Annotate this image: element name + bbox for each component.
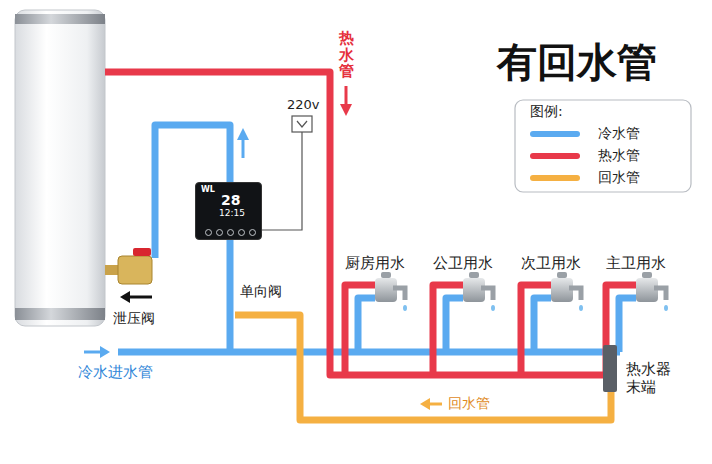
legend: 冷水管热水管回水管 xyxy=(530,123,640,189)
pipe-label: 泄压阀 xyxy=(113,310,155,327)
inlet-arrow xyxy=(84,346,110,358)
diagram-title: 有回水管 xyxy=(497,38,657,86)
display-text: WL xyxy=(201,186,215,195)
pipe-label: 次卫用水 xyxy=(521,254,581,272)
pipe-label: 主卫用水 xyxy=(606,254,666,272)
return-arrow xyxy=(420,398,442,410)
thermostat-controller: WL 2812:15 xyxy=(195,182,262,240)
pipe-label: 单向阀 xyxy=(240,283,282,300)
legend-swatch xyxy=(530,175,580,181)
touch-button xyxy=(205,229,212,236)
pipe-label: 公卫用水 xyxy=(433,254,493,272)
touch-button xyxy=(238,229,245,236)
legend-row: 回水管 xyxy=(530,167,640,189)
hot-pipe xyxy=(105,72,636,375)
display-text: 28 xyxy=(221,193,240,208)
pipe-label: 220v xyxy=(287,97,320,113)
pipe-label: 热水器末端 xyxy=(626,360,671,396)
legend-text: 热水管 xyxy=(598,147,640,165)
touch-button xyxy=(227,229,234,236)
end-sensor xyxy=(603,345,617,392)
legend-swatch xyxy=(530,131,580,137)
legend-row: 热水管 xyxy=(530,145,640,167)
power-outlet xyxy=(262,116,312,230)
pipe-label: 冷水进水管 xyxy=(78,363,153,381)
pipe-label: 回水管 xyxy=(448,395,490,412)
return-pipe xyxy=(235,315,611,420)
legend-swatch xyxy=(530,153,580,159)
pipe-label: 热水管 xyxy=(339,30,354,80)
touch-button xyxy=(249,229,256,236)
water-heater-tank xyxy=(15,10,105,326)
relief-valve xyxy=(105,248,152,303)
touch-button xyxy=(216,229,223,236)
flow-arrow xyxy=(237,128,249,158)
hot-arrow xyxy=(340,86,352,116)
pipe-label: 图例: xyxy=(530,103,563,120)
pipe-label: 厨房用水 xyxy=(345,254,405,272)
display-text: 12:15 xyxy=(219,209,245,219)
legend-text: 冷水管 xyxy=(598,125,640,143)
faucet xyxy=(375,272,668,311)
legend-text: 回水管 xyxy=(598,169,640,187)
legend-panel xyxy=(515,100,691,192)
legend-row: 冷水管 xyxy=(530,123,640,145)
